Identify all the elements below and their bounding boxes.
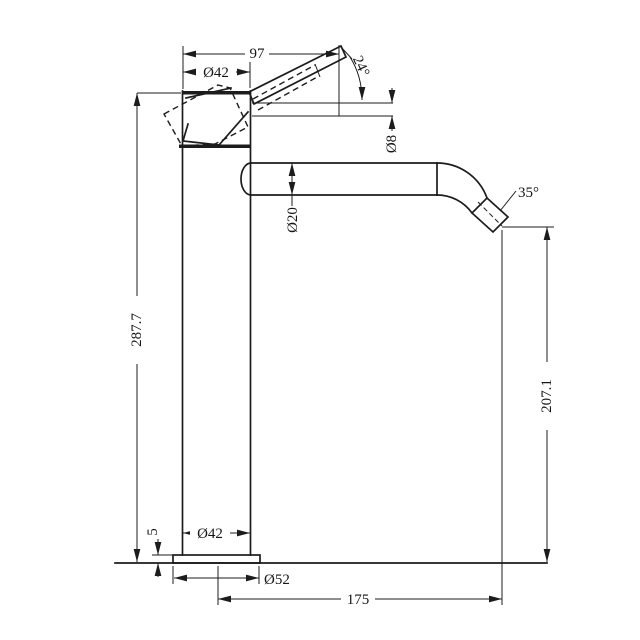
dim-287-label: 287.7: [129, 313, 145, 347]
extension-lines: [137, 45, 554, 605]
text-masks: [129, 46, 554, 606]
dim-97-label: 97: [250, 46, 266, 62]
faucet-outline: [114, 44, 548, 564]
dim-top-d42-label: Ø42: [203, 65, 229, 81]
handle-knob-dashed: [163, 84, 249, 147]
spout-rear-cap: [240, 162, 252, 196]
leader-35deg: [499, 190, 517, 212]
body-top-band: [182, 91, 251, 95]
dim-d52-label: Ø52: [264, 572, 290, 588]
dim-d20-label: Ø20: [285, 207, 301, 233]
dim-207-label: 207.1: [539, 379, 555, 413]
base-plate: [172, 554, 261, 564]
dimension-lines: [133, 50, 551, 603]
dim-arc-24deg: [349, 56, 366, 101]
dim-24deg-label: 24°: [349, 53, 372, 79]
body-seam-band: [179, 144, 251, 148]
dim-bottom-d42-label: Ø42: [197, 526, 223, 542]
spout-bend-outer: [436, 162, 489, 200]
spout-aerator-tip: [470, 196, 510, 234]
handle-lever-dashed-top: [252, 64, 316, 100]
handle-knob-bottom-edge: [181, 110, 250, 146]
handle-lever-dashed-tip: [314, 63, 321, 78]
dim-35deg-label: 35°: [518, 185, 539, 201]
handle-lever: [247, 44, 348, 106]
handle-lever-dashed-bottom: [257, 75, 320, 111]
spout-bend-inner: [436, 194, 474, 215]
dim-175-label: 175: [347, 592, 370, 608]
dim-d8-label: Ø8: [384, 135, 400, 153]
dimension-labels: 97 Ø42 24° Ø8 Ø20 35° 287.7 207.1 5 Ø42 …: [129, 46, 555, 608]
spout-tip-centerline: [477, 201, 503, 227]
dim-5-label: 5: [145, 528, 161, 536]
